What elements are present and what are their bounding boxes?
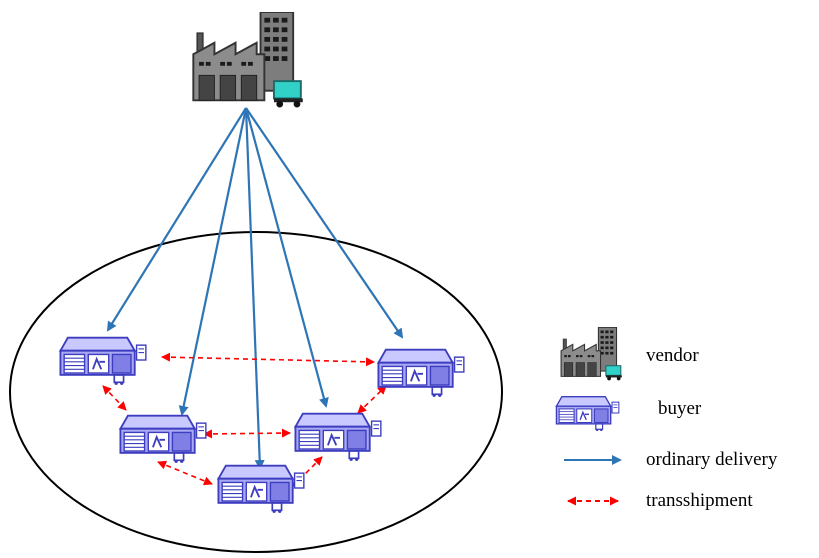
legend-warehouse-icon <box>555 396 620 432</box>
transshipment-arrow-buyer-2-buyer-4 <box>203 428 291 439</box>
delivery-arrow-buyer-3 <box>244 107 265 470</box>
legend: vendor buyer ordinary delivery transship… <box>555 327 778 511</box>
delivery-arrow-buyer-4 <box>244 107 329 408</box>
buyer-4-warehouse-icon <box>294 412 382 462</box>
delivery-arrow-buyer-5 <box>245 107 404 339</box>
legend-vendor-label: vendor <box>646 345 699 366</box>
legend-factory-icon <box>560 327 623 381</box>
vendor-factory-icon <box>192 12 304 108</box>
transshipment-arrow-buyer-1-buyer-2 <box>102 385 127 411</box>
buyer-region <box>9 231 503 553</box>
legend-ordinary-delivery-label: ordinary delivery <box>646 449 778 470</box>
buyer-1-warehouse-icon <box>59 336 147 386</box>
buyer-5-warehouse-icon <box>377 348 465 398</box>
transshipment-arrows <box>102 352 387 487</box>
transshipment-arrow-buyer-4-buyer-5 <box>357 385 387 414</box>
nodes <box>59 12 465 514</box>
transshipment-arrow-buyer-2-buyer-3 <box>157 460 213 486</box>
delivery-arrow-buyer-1 <box>106 107 247 332</box>
legend-buyer-label: buyer <box>658 398 702 419</box>
delivery-arrow-buyer-2 <box>178 107 248 416</box>
buyer-2-warehouse-icon <box>119 414 207 464</box>
buyer-3-warehouse-icon <box>217 464 305 514</box>
legend-transshipment-label: transshipment <box>646 490 753 511</box>
transshipment-arrow-buyer-3-buyer-4 <box>292 456 323 487</box>
